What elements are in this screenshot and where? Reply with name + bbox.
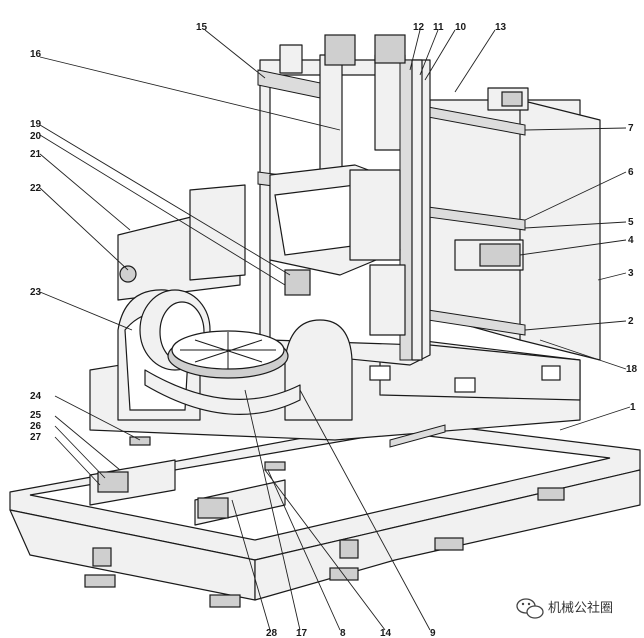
callout-14: 14	[380, 628, 392, 638]
callout-26: 26	[30, 421, 42, 432]
callout-23: 23	[30, 287, 42, 298]
callout-2: 2	[628, 316, 634, 327]
callout-18: 18	[626, 364, 638, 375]
wechat-icon	[516, 598, 544, 619]
callout-16: 16	[30, 49, 42, 60]
trunnion-table	[117, 289, 353, 421]
callout-21: 21	[30, 149, 42, 160]
callout-1: 1	[630, 402, 636, 413]
callout-28: 28	[266, 628, 278, 638]
left-cabinet	[117, 184, 246, 301]
callout-17: 17	[296, 628, 308, 638]
leader-lines	[39, 29, 631, 631]
callout-10: 10	[455, 22, 467, 33]
callout-15: 15	[196, 22, 208, 33]
spindle-head	[269, 164, 406, 336]
callout-numbers: 1 2 3 4 5 6 7 8 9 10 11 12 13 14 15 16 1…	[30, 22, 638, 638]
callout-12: 12	[413, 22, 425, 33]
x-axis-drives	[89, 424, 446, 526]
callout-6: 6	[628, 167, 634, 178]
callout-19: 19	[30, 119, 42, 130]
watermark-text: 机械公社圈	[548, 600, 613, 616]
callout-7: 7	[628, 123, 634, 134]
callout-13: 13	[495, 22, 507, 33]
callout-22: 22	[30, 183, 42, 194]
machine-bed	[9, 419, 641, 608]
callout-8: 8	[340, 628, 346, 638]
watermark: 机械公社圈	[516, 598, 613, 619]
right-frame	[427, 87, 601, 361]
callout-27: 27	[30, 432, 42, 443]
callout-24: 24	[30, 391, 42, 402]
callout-3: 3	[628, 268, 634, 279]
callout-20: 20	[30, 131, 42, 142]
callout-25: 25	[30, 410, 42, 421]
callout-5: 5	[628, 217, 634, 228]
callout-4: 4	[628, 235, 634, 246]
callout-9: 9	[430, 628, 436, 638]
callout-11: 11	[433, 22, 444, 33]
